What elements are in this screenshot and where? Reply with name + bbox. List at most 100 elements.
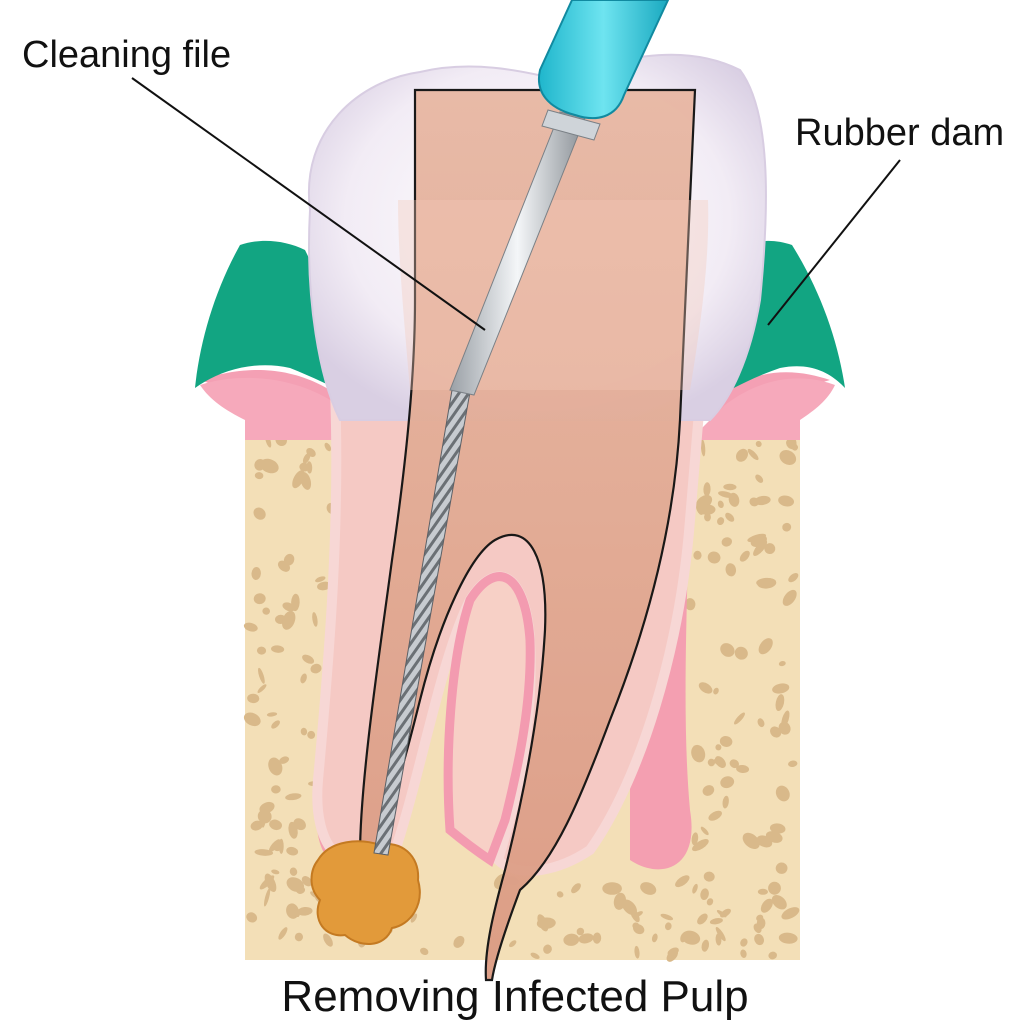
bone-pore <box>266 712 278 717</box>
bone-pore <box>742 832 760 849</box>
bone-pore <box>725 563 737 577</box>
bone-pore <box>720 776 735 789</box>
bone-pore <box>760 898 773 913</box>
diagram-title: Removing Infected Pulp <box>281 972 749 1021</box>
bone-pore <box>734 712 745 725</box>
bone-pore <box>717 500 724 509</box>
bone-pore <box>782 522 792 532</box>
bone-pore <box>722 795 729 809</box>
bone-pore <box>755 474 764 483</box>
bone-pore <box>754 495 771 506</box>
bone-pore <box>740 949 747 958</box>
bone-pore <box>716 910 727 918</box>
bone-pore <box>632 922 640 930</box>
bone-pore <box>716 517 725 526</box>
bone-pore <box>771 895 787 910</box>
bone-pore <box>271 869 280 875</box>
bone-pore <box>691 744 706 763</box>
bone-pore <box>697 913 708 925</box>
bone-pore <box>758 638 773 655</box>
leader-line-cleaning-file <box>131 77 486 331</box>
bone-pore <box>264 873 277 893</box>
bone-pore <box>256 646 267 655</box>
bone-pore <box>536 917 556 929</box>
bone-pore <box>714 756 726 769</box>
bone-pore <box>243 622 258 632</box>
bone-pore <box>715 744 722 751</box>
bone-pore <box>775 785 790 802</box>
bone-pore <box>453 935 465 948</box>
bone-pore <box>707 758 716 767</box>
bone-pore <box>713 687 719 695</box>
bone-pore <box>747 448 759 461</box>
bone-pore <box>729 759 739 769</box>
bone-pore <box>781 907 800 920</box>
bone-pore <box>788 572 799 583</box>
bone-pore <box>719 736 733 747</box>
bone-pore <box>254 849 274 856</box>
bone-pore <box>285 793 302 801</box>
bone-pore <box>578 933 594 944</box>
bone-pore <box>602 882 622 895</box>
bone-pore <box>736 764 750 774</box>
bone-pore <box>253 593 266 605</box>
bone-pore <box>301 876 312 887</box>
bone-pore <box>725 512 735 522</box>
bone-pore <box>247 693 260 704</box>
cleaning-file-instrument <box>373 0 670 856</box>
bone-pore <box>778 495 795 507</box>
bone-pore <box>310 663 322 674</box>
bone-pore <box>556 891 564 898</box>
bone-pore <box>747 533 767 543</box>
bone-pore <box>257 809 272 824</box>
bone-pore <box>268 757 283 776</box>
bone-pore <box>300 673 307 684</box>
bone-pore <box>530 952 540 960</box>
bone-pore <box>700 439 706 457</box>
bone-pore <box>768 881 781 895</box>
bone-pore <box>253 507 266 520</box>
bone-pore <box>700 826 709 836</box>
bone-pore <box>289 867 298 876</box>
bone-pore <box>317 581 331 591</box>
gum-band-right <box>690 378 835 440</box>
bone-pore <box>680 932 688 943</box>
pulp-highlight <box>398 200 709 390</box>
bone-pore <box>782 589 797 606</box>
bone-pore <box>775 862 788 874</box>
bone-pore <box>250 820 263 831</box>
bone-pore <box>692 839 709 852</box>
bone-pore <box>292 470 305 489</box>
bone-pore <box>271 645 285 653</box>
bone-pore <box>740 938 748 947</box>
bone-pore <box>664 922 672 931</box>
bone-pore <box>756 577 776 587</box>
bone-pore <box>769 823 786 834</box>
bone-pore <box>778 932 798 944</box>
bone-pore <box>262 607 270 615</box>
bone-pore <box>246 912 258 923</box>
bone-pore <box>254 458 266 471</box>
bone-pore <box>323 933 333 947</box>
bone-pore <box>634 911 643 918</box>
bone-pore <box>788 760 798 768</box>
bone-pore <box>698 682 713 694</box>
bone-pore <box>755 440 762 448</box>
bone-pore <box>772 683 790 694</box>
bone-pore <box>563 933 580 946</box>
bone-pore <box>770 726 782 738</box>
bone-pore <box>757 888 768 895</box>
bone-pore <box>315 576 326 583</box>
bone-pore <box>292 908 300 918</box>
bone-pore <box>720 643 735 657</box>
bone-pore <box>576 927 585 936</box>
label-rubber-dam: Rubber dam <box>795 112 1005 154</box>
bone-pore <box>543 944 552 954</box>
bone-pore <box>736 448 748 462</box>
bone-pore <box>754 933 764 946</box>
file-collar <box>541 109 601 141</box>
bone-pore <box>700 888 709 901</box>
bone-pore <box>768 951 777 960</box>
bone-pore <box>715 933 722 946</box>
